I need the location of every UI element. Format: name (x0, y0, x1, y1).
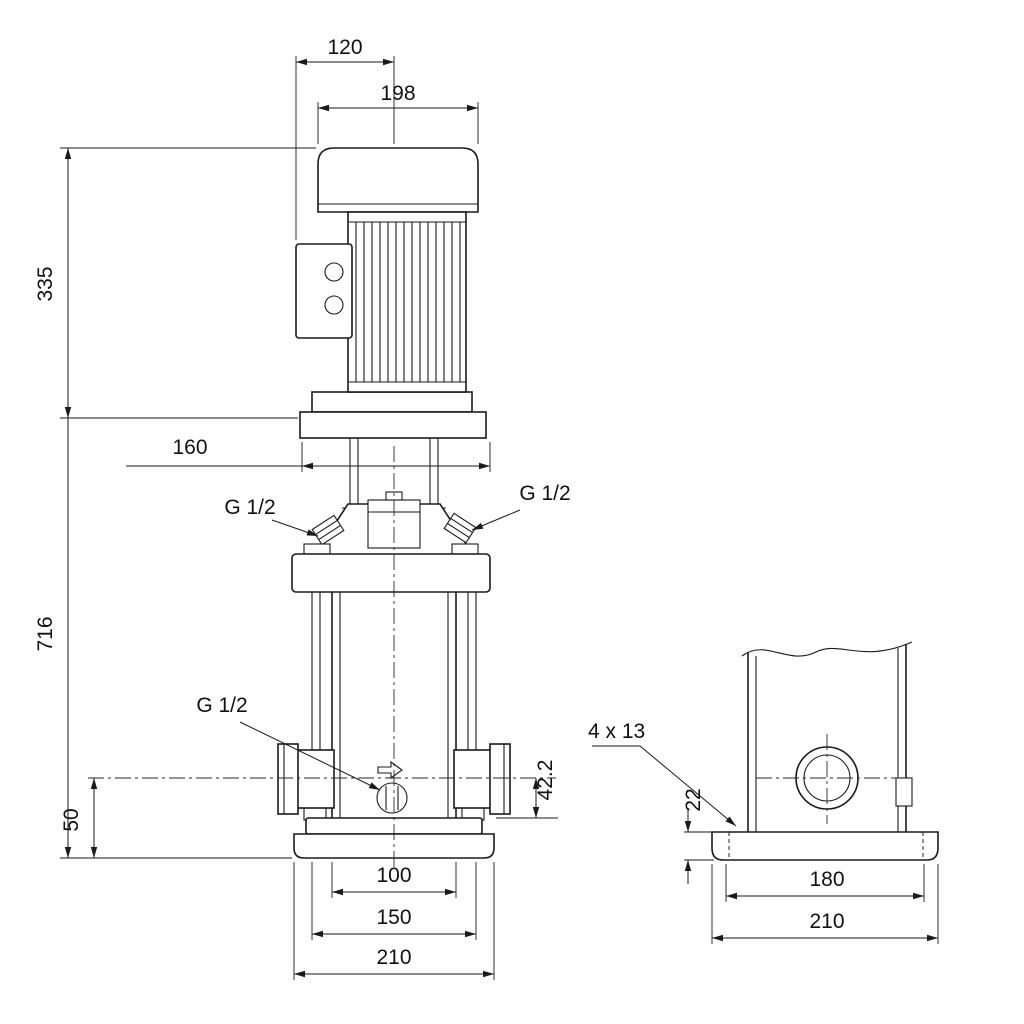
fan-cover (317, 147, 479, 213)
dim-label-210-front: 210 (376, 946, 411, 969)
motor (295, 147, 479, 393)
dim-label-50: 50 (60, 808, 83, 831)
dim-335-716: 335 716 (34, 147, 316, 859)
dim-label-4x13: 4 x 13 (588, 720, 645, 743)
terminal-box (295, 243, 353, 339)
dim-210-side: 210 (711, 864, 939, 944)
suction-port (277, 743, 335, 815)
dim-150: 150 (311, 862, 477, 940)
dim-100: 100 (331, 862, 457, 898)
terminal-screw (324, 262, 344, 282)
dim-label-150: 150 (376, 906, 411, 929)
cooling-fins (355, 222, 461, 382)
dim-label-716: 716 (34, 616, 57, 651)
dim-label-100: 100 (376, 864, 411, 887)
dim-4x13: 4 x 13 (588, 720, 737, 827)
label-g12-drain: G 1/2 (196, 694, 381, 791)
dim-label-g12-right: G 1/2 (519, 482, 570, 505)
drain-plug (376, 760, 408, 814)
ports (277, 743, 511, 815)
centerlines (88, 446, 900, 868)
terminal-screw (324, 295, 344, 315)
dim-label-g12-drain: G 1/2 (196, 694, 247, 717)
dim-label-22: 22 (682, 788, 705, 811)
dim-label-g12-left: G 1/2 (224, 496, 275, 519)
label-g12-right: G 1/2 (471, 482, 571, 531)
motor-stool (299, 391, 487, 439)
side-base (711, 831, 939, 861)
dim-label-120: 120 (327, 36, 362, 59)
dim-22: 22 (682, 788, 714, 884)
side-clamp (895, 777, 913, 807)
side-sleeve (741, 641, 913, 832)
flow-arrow-icon (377, 760, 403, 780)
dim-label-42-2: 42.2 (534, 760, 557, 801)
vent-plug-left (311, 514, 345, 546)
vent-plug-right (443, 512, 477, 544)
dim-label-180: 180 (809, 868, 844, 891)
break-line (741, 641, 913, 657)
dimensions: 120 198 335 716 160 (34, 36, 939, 980)
dim-198: 198 (317, 82, 479, 144)
discharge-port (453, 743, 511, 815)
motor-body (347, 211, 467, 393)
side-view (711, 641, 939, 861)
dim-label-160: 160 (172, 436, 207, 459)
dim-160: 160 (126, 436, 491, 472)
dim-label-335: 335 (34, 266, 57, 301)
dim-42-2: 42.2 (496, 760, 558, 819)
dim-label-210-side: 210 (809, 910, 844, 933)
dim-50: 50 (60, 778, 98, 858)
pump-head (291, 491, 491, 593)
dim-label-198: 198 (380, 82, 415, 105)
head-flange (291, 553, 491, 593)
dim-180: 180 (725, 864, 925, 902)
dim-210-front: 210 (293, 862, 495, 980)
label-g12-left: G 1/2 (224, 496, 319, 537)
